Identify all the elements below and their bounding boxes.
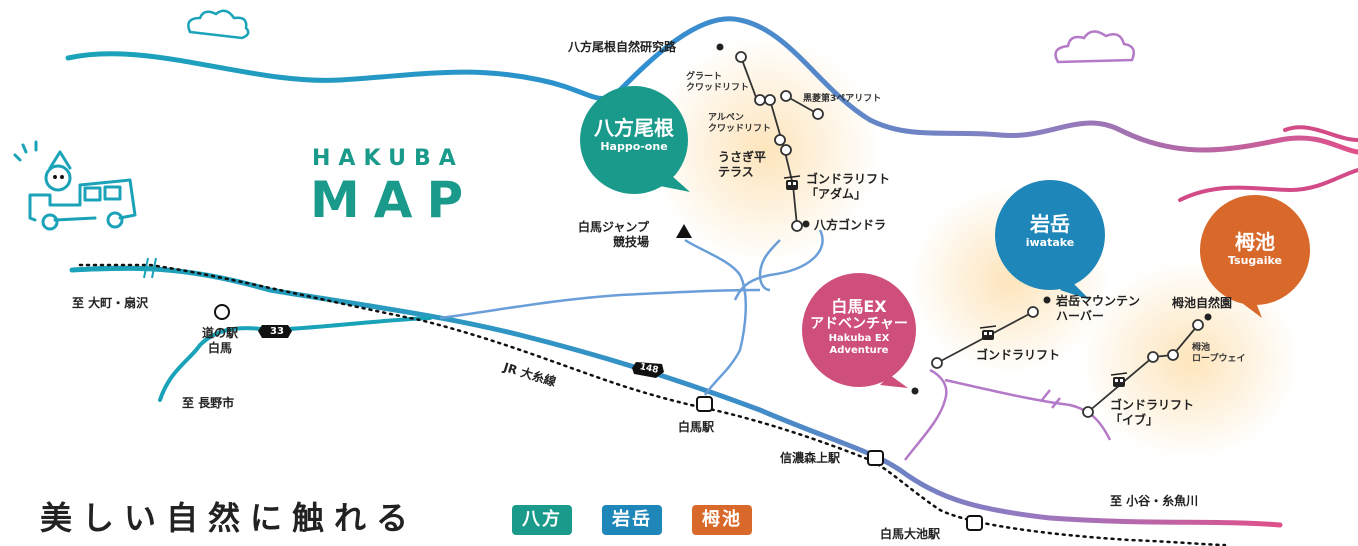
label-to-otari: 至 小谷・糸魚川 [1110, 494, 1199, 508]
tsugaike-bubble-label: 栂池 Tsugaike [1228, 230, 1282, 267]
michi-no-eki-marker [214, 304, 230, 320]
lift-station [780, 90, 792, 102]
chip-iwatake: 岩岳 [602, 505, 662, 535]
map-title-map: MAP [310, 171, 478, 229]
bus-mascot-icon [13, 140, 137, 231]
stream [904, 368, 948, 461]
hakubaex-bubble [802, 273, 916, 388]
iwatake-harbor-dot [1043, 296, 1051, 304]
hakubaex-dot [911, 387, 919, 395]
happo-lift-line [740, 56, 798, 227]
tsugaike-nature-dot [1204, 313, 1212, 321]
lift-station [791, 220, 803, 232]
tagline: 美しい自然に触れる [40, 499, 419, 537]
stream [758, 239, 781, 292]
label-route-33: 33 [270, 326, 284, 337]
main-river [69, 265, 1283, 528]
hakuba-station-marker [696, 396, 713, 412]
lift-station [1167, 349, 1179, 361]
label-alpen-quad: アルペン クワッドリフト [708, 113, 772, 134]
lift-station [780, 144, 792, 156]
hakuba-oike-marker [966, 515, 983, 531]
label-hakuba-oike: 白馬大池駅 [880, 527, 941, 541]
mountain-ridge-2 [1178, 168, 1358, 202]
label-iwatake-harbor: 岩岳マウンテン ハーバー [1056, 294, 1141, 323]
kurobishi-lift [785, 95, 819, 115]
label-hakuba-station: 白馬駅 [678, 420, 715, 434]
happo-glow [650, 35, 880, 265]
label-shinano-moriue: 信濃森上駅 [780, 451, 841, 465]
tributary [71, 266, 151, 272]
label-to-omachi: 至 大町・扇沢 [72, 296, 149, 310]
nature-path-dot [716, 43, 724, 51]
label-jump-stadium: 白馬ジャンプ 競技場 [578, 220, 650, 249]
lift-station [1027, 306, 1039, 318]
lift-station [931, 357, 943, 369]
stream [684, 238, 748, 396]
tsugaike-glow [1080, 260, 1300, 460]
label-usagidaira: うさぎ平 テラス [718, 150, 767, 179]
label-gondola-adam: ゴンドラリフト 「アダム」 [806, 172, 891, 201]
label-tsugaike-nature: 栂池自然園 [1172, 296, 1233, 310]
tsugaike-bubble [1200, 195, 1310, 318]
stream [944, 378, 1112, 441]
route-33-shield [258, 325, 292, 338]
bus-mascot-face [53, 175, 64, 179]
label-kurobishi: 黒菱第3ペアリフト [803, 94, 882, 104]
tributary [158, 316, 432, 402]
lift-station [1082, 406, 1094, 418]
happo-bubble-label: 八方尾根 Happo-one [594, 116, 674, 153]
chip-happo: 八方 [512, 505, 572, 535]
label-gondola-eve: ゴンドラリフト 「イブ」 [1110, 398, 1195, 427]
label-happo-gondola: 八方ゴンドラ [814, 218, 887, 232]
iwatake-bubble [995, 180, 1105, 300]
lift-station [1147, 351, 1159, 363]
cloud-icon [1054, 30, 1135, 64]
gondola-icon [979, 325, 997, 340]
lift-station [735, 51, 747, 63]
label-tsugaike-ropeway: 栂池 ロープウェイ [1192, 343, 1246, 364]
gondola-icon [783, 175, 801, 190]
label-to-nagano: 至 長野市 [182, 396, 235, 410]
jr-oito-line [78, 263, 1227, 546]
map-title-hakuba: HAKUBA [312, 146, 464, 171]
shinano-moriue-marker [867, 450, 884, 466]
label-gondola-iwatake: ゴンドラリフト [976, 348, 1061, 362]
lift-station [774, 134, 786, 146]
lift-station [1192, 319, 1204, 331]
lift-station [764, 94, 776, 106]
stream [439, 288, 761, 320]
chip-tsugaike: 栂池 [692, 505, 752, 535]
label-grat-quad: グラート クワッドリフト [686, 72, 750, 93]
mountain-ridge [65, 16, 1358, 155]
happo-bubble [580, 86, 690, 194]
route-148-shield [632, 362, 664, 378]
mountain-icon [676, 224, 692, 238]
iwatake-bubble-label: 岩岳 iwatake [1025, 212, 1075, 249]
gondola-icon [1110, 372, 1128, 387]
hakubaex-bubble-label: 白馬EX アドベンチャー Hakuba EX Adventure [810, 297, 908, 357]
map-break [143, 257, 157, 279]
lift-station [812, 108, 824, 120]
label-happo-nature-path: 八方尾根自然研究路 [568, 40, 677, 54]
mountain-ridge-3 [1283, 125, 1358, 142]
label-michi-no-eki: 道の駅 白馬 [202, 326, 239, 355]
happo-gondola-dot [802, 220, 810, 228]
lift-station [754, 94, 766, 106]
cloud-icon [187, 9, 250, 40]
stream [1041, 389, 1061, 409]
